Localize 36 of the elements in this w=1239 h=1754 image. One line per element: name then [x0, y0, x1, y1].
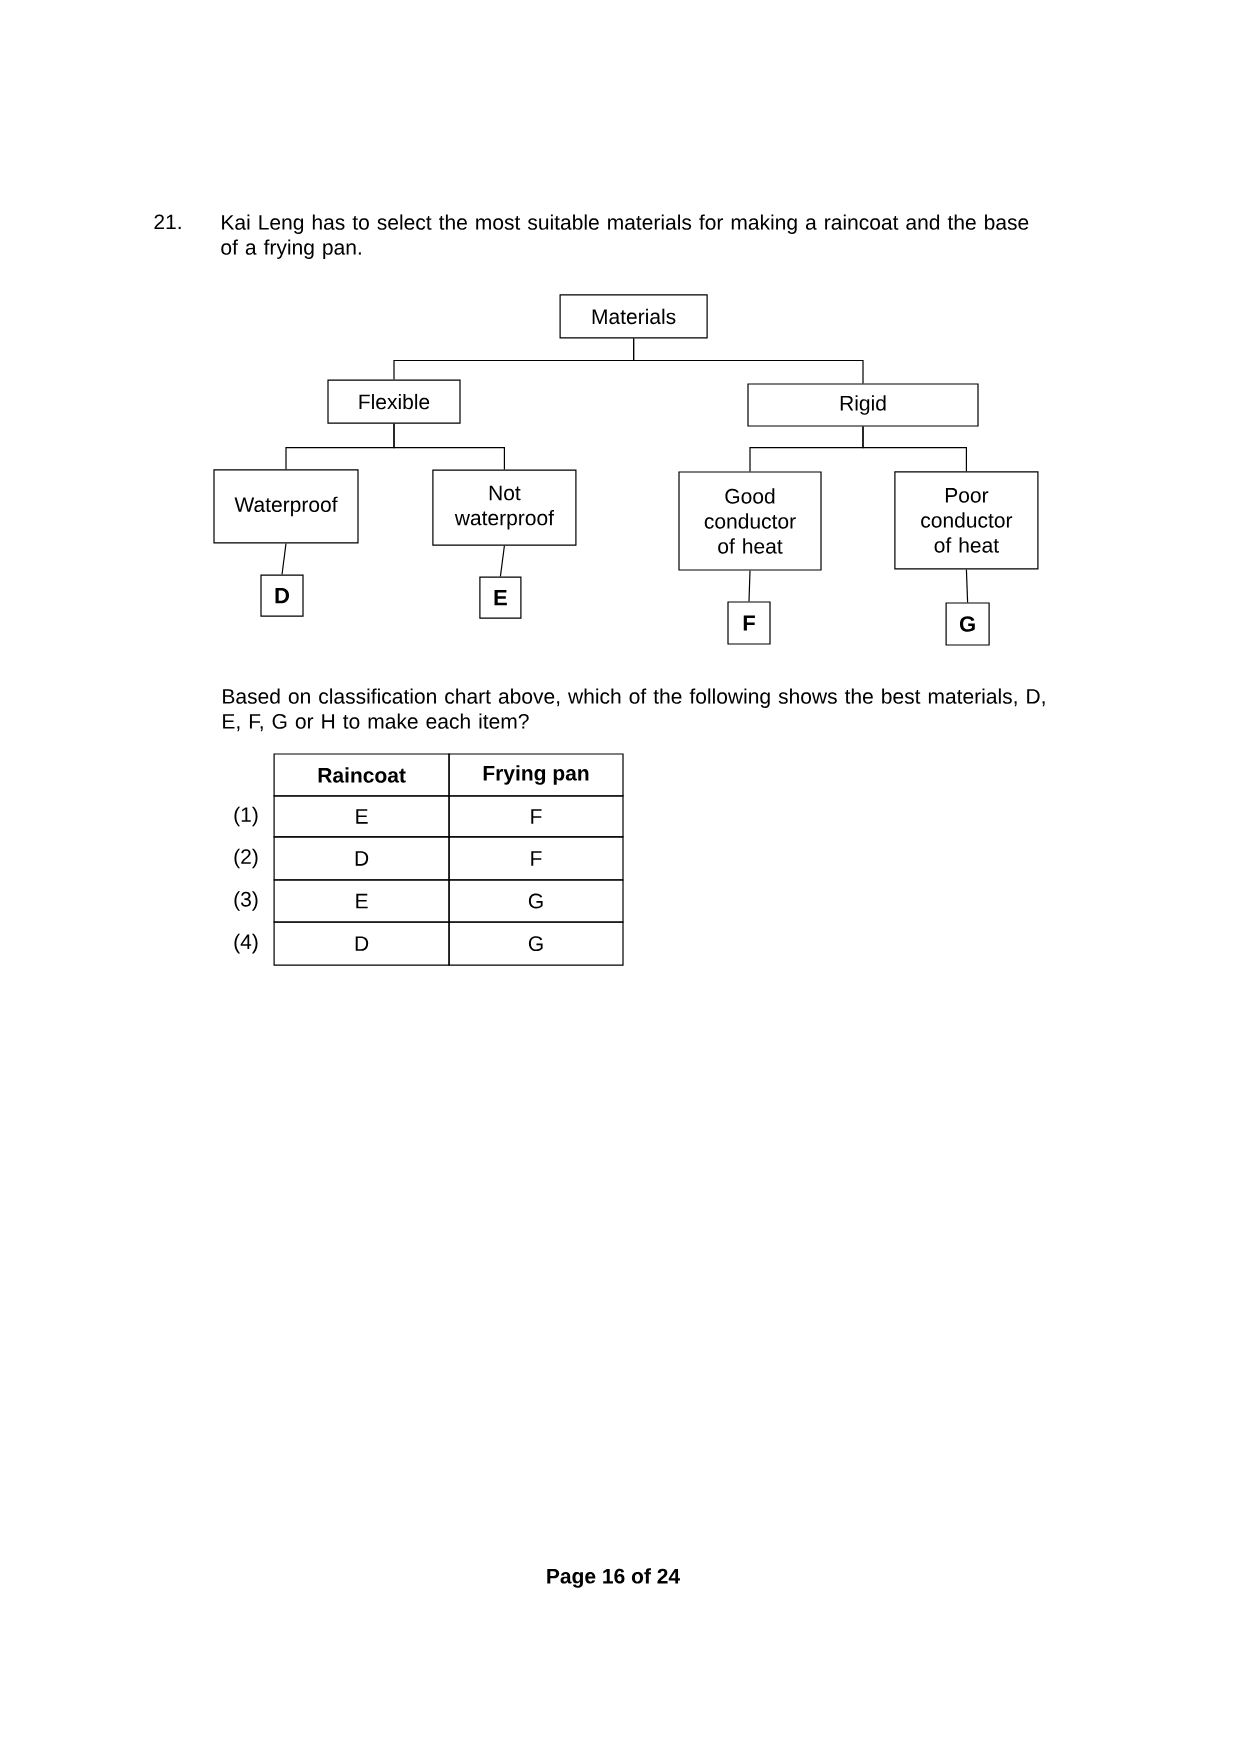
table-cell: F: [448, 795, 624, 838]
category-box: Flexible: [327, 379, 461, 424]
category-box: Not waterproof: [432, 469, 577, 546]
header-cell: Frying pan: [448, 753, 624, 797]
letter-box: G: [945, 602, 990, 646]
table-cell: E: [273, 879, 450, 923]
table-cell: G: [448, 921, 624, 966]
connector-line: [393, 423, 505, 471]
category-box: Materials: [559, 294, 708, 339]
page-number: Page 16 of 24: [547, 1568, 680, 1588]
question-text: Based on classification chart above, which of the following shows the best materials, D, E, F, G or H to make each item?: [223, 688, 1045, 732]
connector-line: [633, 337, 864, 384]
question-text: Kai Leng has to select the most suitable materials for making a raincoat and the base of a frying pan.: [221, 214, 1029, 259]
row-label: (4): [234, 933, 258, 954]
table-cell: D: [273, 836, 450, 881]
connector-line: [499, 545, 505, 578]
connector-line: [862, 426, 967, 472]
category-box: Waterproof: [213, 469, 359, 544]
letter-box: F: [727, 601, 771, 645]
connector-line: [748, 570, 751, 602]
category-box: Good conductor of heat: [678, 471, 822, 571]
question-number: 21.: [154, 214, 181, 230]
row-label: (3): [234, 891, 258, 911]
table-cell: F: [448, 836, 624, 881]
table-cell: D: [273, 921, 450, 966]
row-label: (2): [234, 848, 258, 869]
category-box: Poor conductor of heat: [894, 471, 1039, 570]
connector-line: [281, 542, 287, 576]
table-cell: G: [448, 879, 624, 923]
letter-box: E: [479, 576, 522, 619]
connector-line: [965, 568, 969, 603]
letter-box: D: [260, 574, 304, 617]
category-box: Rigid: [747, 383, 979, 427]
row-label: (1): [234, 806, 258, 827]
header-cell: Raincoat: [273, 753, 450, 797]
table-cell: E: [273, 795, 450, 838]
